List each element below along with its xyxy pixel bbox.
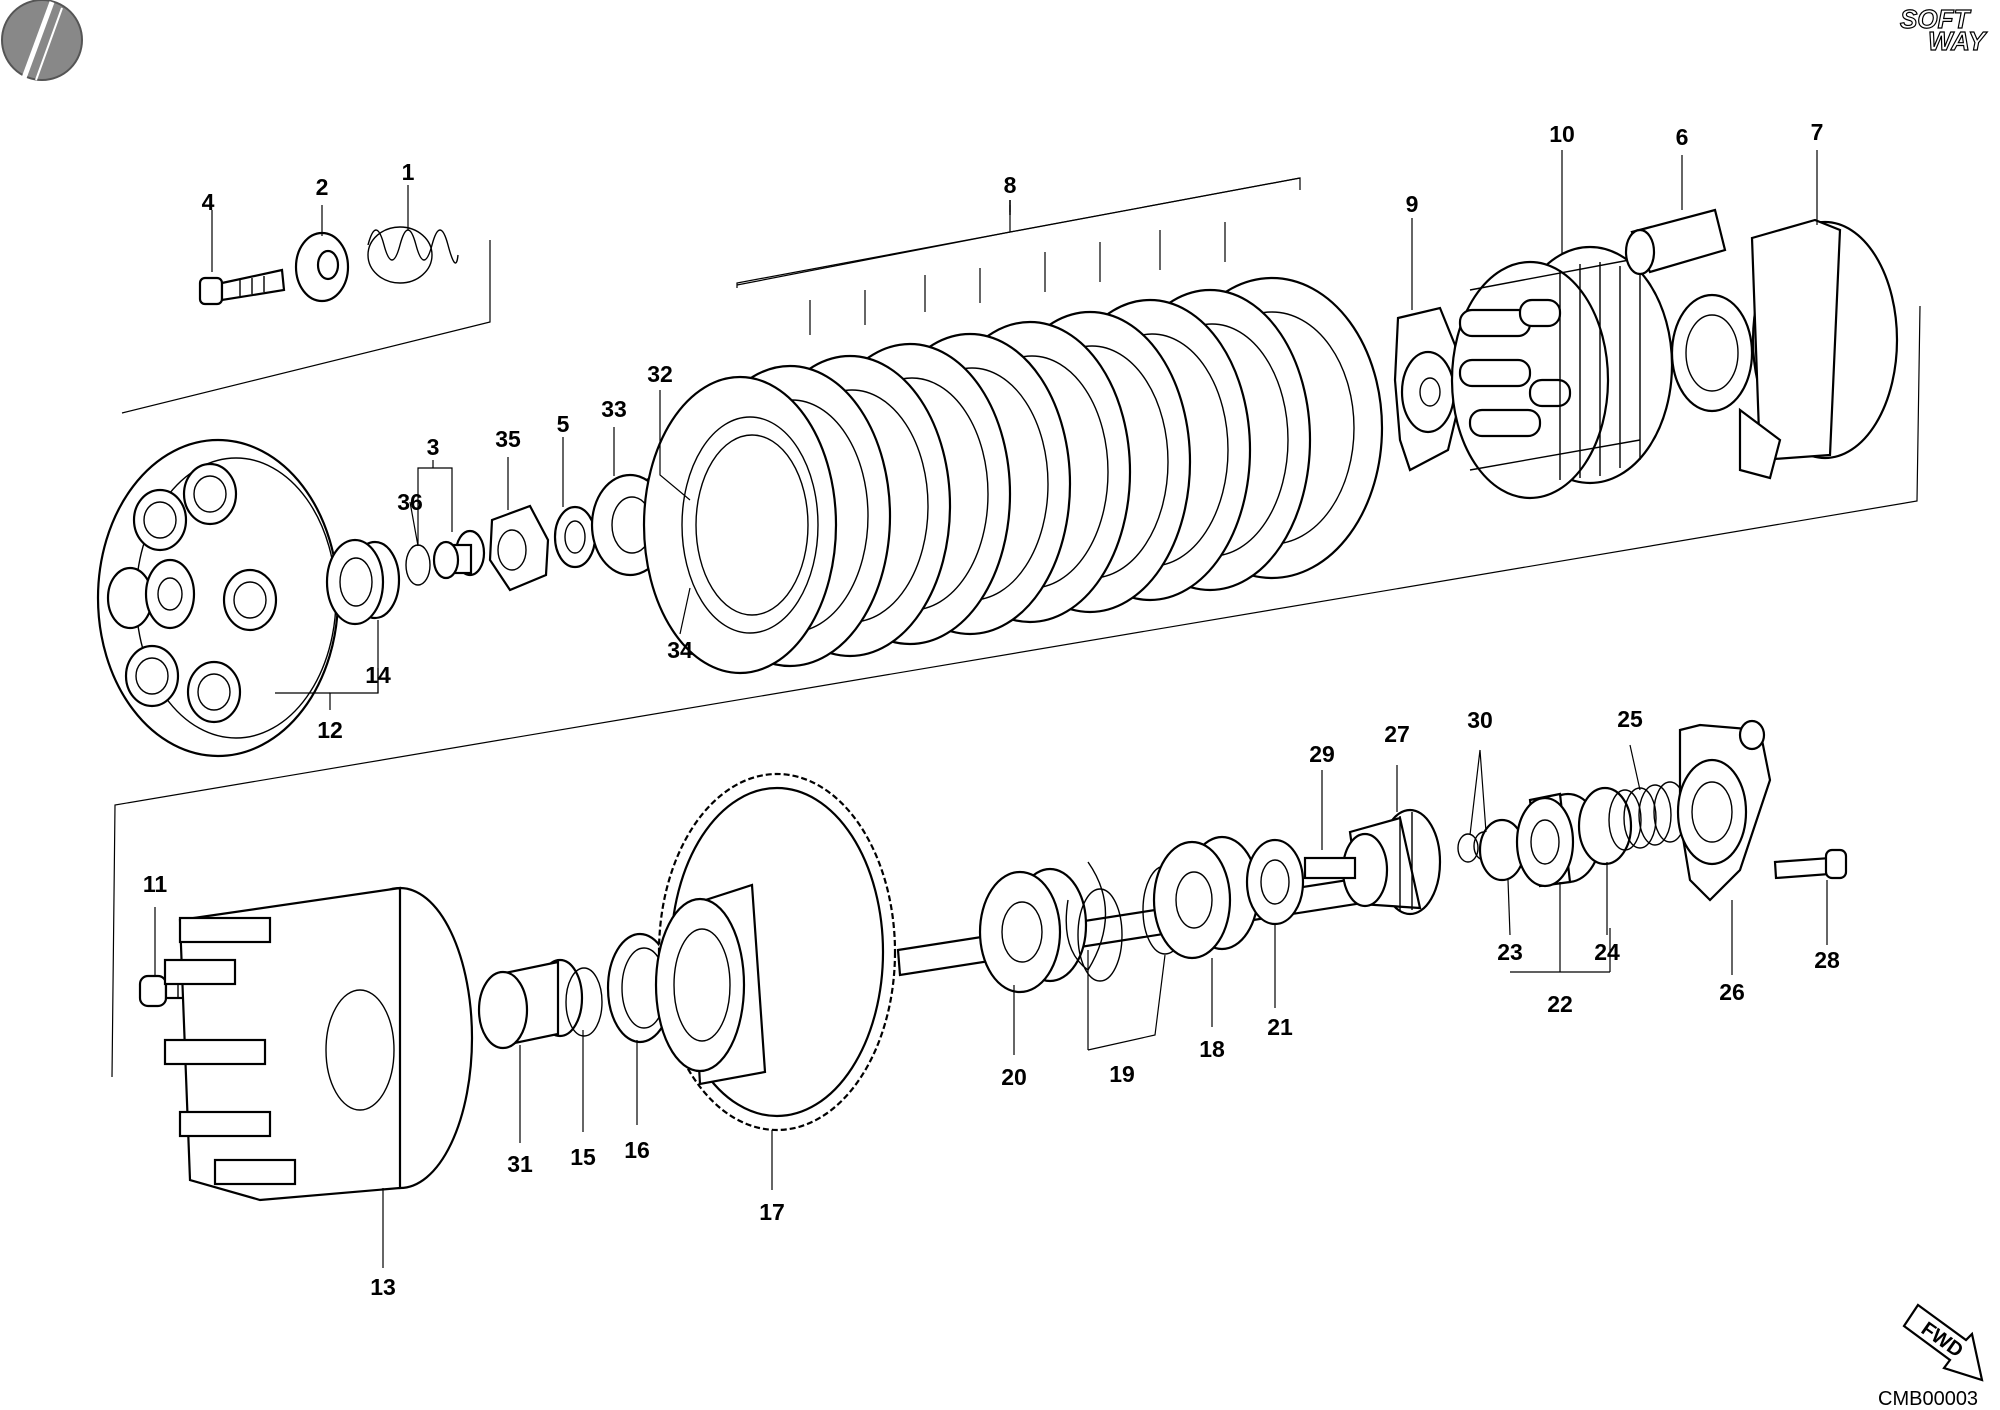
callout-6: 6 xyxy=(1676,124,1689,150)
part-14-bearing xyxy=(325,538,401,626)
part-1-spring xyxy=(367,226,459,284)
part-18-bearing xyxy=(1152,835,1260,960)
callout-8: 8 xyxy=(1004,172,1017,198)
brand-bottom: WAY xyxy=(1928,26,1988,56)
leader-lines xyxy=(154,150,1828,1268)
part-10-clutch-hub xyxy=(1450,245,1674,500)
callout-31: 31 xyxy=(507,1151,533,1177)
callout-13: 13 xyxy=(370,1274,396,1300)
callout-12: 12 xyxy=(317,717,343,743)
callout-7: 7 xyxy=(1811,119,1824,145)
callout-36: 36 xyxy=(397,489,423,515)
callout-30: 30 xyxy=(1467,707,1493,733)
part-3-pushrod-assembly xyxy=(432,529,486,580)
part-17-primary-gear xyxy=(654,772,897,1132)
part-21-spacer xyxy=(1245,838,1305,926)
callout-11: 11 xyxy=(143,871,168,897)
part-7-outer-housing xyxy=(1670,218,1899,480)
callout-2: 2 xyxy=(316,174,329,200)
callout-27: 27 xyxy=(1384,721,1410,747)
callout-21: 21 xyxy=(1267,1014,1293,1040)
clutch-shaft xyxy=(896,873,1384,977)
part-4-bolt xyxy=(198,268,286,306)
part-12-pressure-plate xyxy=(96,438,340,758)
callout-28: 28 xyxy=(1814,947,1840,973)
part-9-cam-plate xyxy=(1393,306,1462,472)
part-35-nut xyxy=(488,504,550,592)
drawing-code: CMB00003 xyxy=(1878,1388,1978,1410)
callout-15: 15 xyxy=(570,1144,596,1170)
callout-17: 17 xyxy=(759,1199,785,1225)
part-2-cone-washer xyxy=(294,231,350,303)
callout-20: 20 xyxy=(1001,1064,1027,1090)
callout-25: 25 xyxy=(1617,706,1643,732)
corner-logo-disc-icon xyxy=(1,0,83,81)
callout-9: 9 xyxy=(1406,191,1419,217)
callout-19: 19 xyxy=(1109,1061,1135,1087)
callout-labels: 4 2 1 8 9 10 6 7 3 36 35 5 33 32 34 14 1… xyxy=(143,119,1840,1300)
part-22-piston-assembly xyxy=(1478,786,1633,888)
callout-24: 24 xyxy=(1594,939,1620,965)
callout-34: 34 xyxy=(667,637,693,663)
callout-1: 1 xyxy=(402,159,415,185)
callout-23: 23 xyxy=(1497,939,1523,965)
callout-22: 22 xyxy=(1547,991,1573,1017)
callout-29: 29 xyxy=(1309,741,1335,767)
part-27-seal-assembly xyxy=(1303,808,1442,916)
callout-18: 18 xyxy=(1199,1036,1225,1062)
brand-top: SOFT xyxy=(1900,4,1971,34)
part-26-slave-cylinder xyxy=(1676,719,1772,902)
callout-14: 14 xyxy=(365,662,391,688)
callout-16: 16 xyxy=(624,1137,650,1163)
part-36-circlip xyxy=(405,544,431,586)
callout-4: 4 xyxy=(202,189,215,215)
part-31-bushing xyxy=(477,958,584,1050)
part-5-washer xyxy=(553,505,597,569)
part-6-damper xyxy=(1624,208,1727,276)
callout-35: 35 xyxy=(495,426,521,452)
brand-logo: SOFT WAY xyxy=(1899,3,1988,56)
callout-32: 32 xyxy=(647,361,673,387)
part-8-clutch-plates xyxy=(642,276,1384,675)
callout-5: 5 xyxy=(557,411,570,437)
part-28-bolt xyxy=(1773,848,1848,880)
part-13-clutch-drum xyxy=(163,886,474,1202)
fwd-arrow-icon: FWD xyxy=(1902,1303,1984,1382)
callout-33: 33 xyxy=(601,396,627,422)
callout-3: 3 xyxy=(427,434,440,460)
part-15-o-ring xyxy=(565,967,603,1037)
callout-10: 10 xyxy=(1549,121,1575,147)
callout-26: 26 xyxy=(1719,979,1745,1005)
part-20-bearing xyxy=(978,867,1088,994)
